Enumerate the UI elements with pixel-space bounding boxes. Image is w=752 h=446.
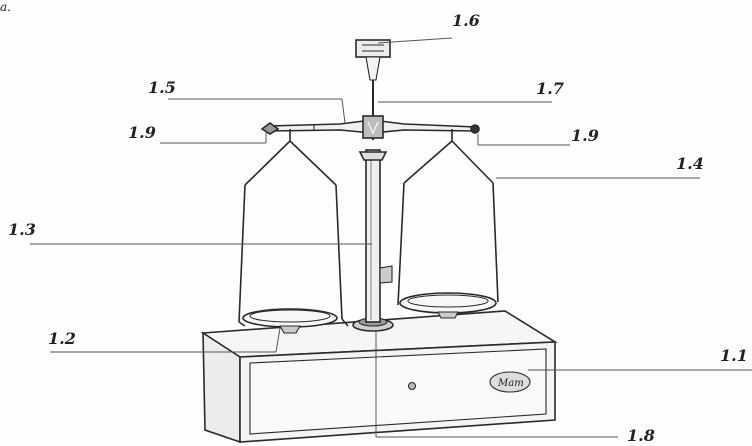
leader-lines (30, 37, 752, 438)
label-1-4: 1.4 (676, 154, 704, 173)
right-pan-assembly (397, 140, 499, 319)
top-pinnacle (355, 39, 391, 81)
balance-beam (260, 115, 480, 141)
corner-mark: a. (0, 0, 11, 14)
label-1-2: 1.2 (48, 329, 76, 348)
label-1-5: 1.5 (148, 78, 176, 97)
label-1-1: 1.1 (720, 346, 748, 365)
balance-column (352, 50, 394, 332)
base-box: Mam (200, 310, 558, 444)
left-pan-assembly (238, 140, 349, 334)
label-1-7: 1.7 (536, 79, 564, 98)
label-1-8: 1.8 (627, 426, 655, 445)
label-1-9-left: 1.9 (128, 123, 156, 142)
label-1-6: 1.6 (452, 11, 480, 30)
part-labels: 1.6 1.5 1.7 1.9 1.9 1.4 1.3 1.2 1.1 1.8 (8, 11, 748, 445)
brand-logo: Mam (497, 378, 524, 389)
label-1-3: 1.3 (8, 220, 36, 239)
label-1-9-right: 1.9 (571, 126, 599, 145)
